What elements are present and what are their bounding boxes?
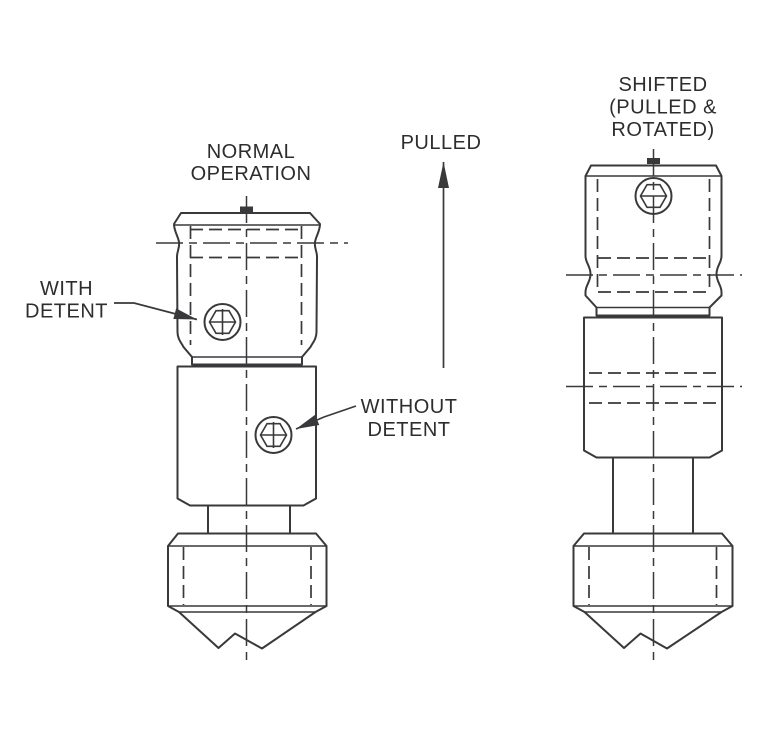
- detent-screw-icon: [254, 416, 293, 454]
- without-detent-label-line1: WITHOUT: [361, 396, 458, 418]
- figure-right-title-line1: SHIFTED: [618, 74, 707, 96]
- figure-left-title-line2: OPERATION: [191, 163, 312, 185]
- figure-right-title-line3: ROTATED): [611, 119, 714, 141]
- pulled-label: PULLED: [401, 132, 482, 154]
- detent-screw-icon: [203, 303, 242, 341]
- hex-base-outline: [167, 532, 328, 650]
- pulled-annotation: PULLED: [401, 132, 482, 368]
- body-block-outline: [583, 316, 723, 459]
- figure-left-title-line1: NORMAL: [207, 141, 296, 163]
- without-detent-leader-arrow: [295, 405, 357, 430]
- with-detent-leader-arrow: [114, 302, 198, 321]
- figure-normal-operation: NORMAL OPERATION: [25, 141, 457, 663]
- knob-cap-outline: [584, 164, 723, 317]
- body-block-outline: [176, 365, 317, 507]
- with-detent-label-line1: WITH: [40, 278, 93, 300]
- figure-right-title-line2: (PULLED &: [609, 97, 717, 119]
- without-detent-label-line2: DETENT: [368, 419, 451, 441]
- knob-cap-outline: [173, 212, 321, 366]
- figure-shifted-pulled-rotated: SHIFTED (PULLED & ROTATED): [566, 74, 742, 663]
- with-detent-label-line2: DETENT: [25, 301, 108, 323]
